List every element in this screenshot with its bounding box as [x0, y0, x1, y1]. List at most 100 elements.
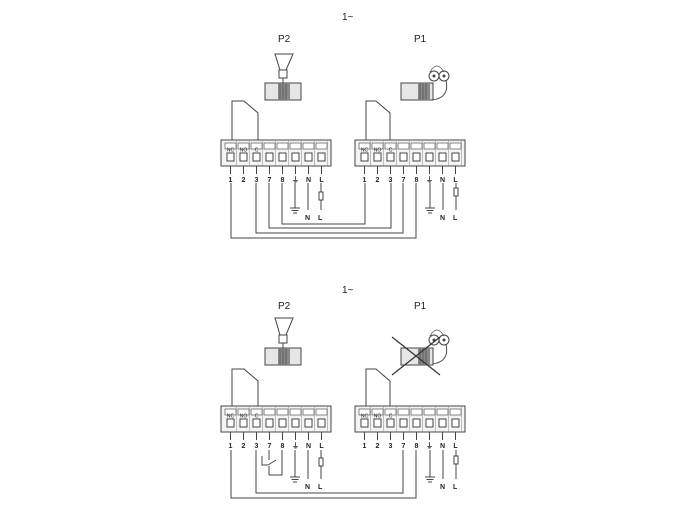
relay-coil-p2: [264, 347, 302, 366]
terminal-number-5: 8: [415, 443, 419, 450]
phase-label: 1~: [342, 12, 354, 23]
terminal-block-right: 1 2 3 7 8 ⏚ N L NC NO C: [354, 405, 466, 450]
contact-label: C: [389, 414, 393, 420]
supply-right: N L: [425, 183, 459, 222]
relay-coil-p1-crossed: [391, 336, 441, 376]
terminal-slot: L: [449, 406, 462, 450]
terminal-slot: 1: [358, 140, 371, 184]
terminal-slot: ⏚: [289, 140, 302, 184]
supply-n-right: N: [440, 484, 445, 491]
relay-coil-p1: [400, 82, 434, 101]
terminal-number-2: 2: [242, 443, 246, 450]
terminal-slot: 2: [371, 140, 384, 184]
terminal-number-7: N: [306, 177, 311, 184]
terminal-slot: 1: [224, 406, 237, 450]
terminal-slot: 2: [237, 406, 250, 450]
terminal-slot: ⏚: [423, 406, 436, 450]
supply-n-right: N: [440, 215, 445, 222]
terminal-slot: 3: [250, 140, 263, 184]
terminal-number-8: L: [453, 443, 458, 450]
terminal-slot: L: [315, 140, 328, 184]
bell-icon: [428, 329, 450, 365]
terminal-number-3: 3: [255, 443, 259, 450]
terminal-slot: 3: [250, 406, 263, 450]
terminal-number-4: 7: [268, 177, 272, 184]
contact-label: NC: [361, 148, 369, 154]
terminal-slot: ⏚: [423, 140, 436, 184]
contact-label: C: [389, 148, 393, 154]
bell-icon: [428, 65, 450, 101]
terminal-number-3: 3: [255, 177, 259, 184]
contact-label: C: [255, 148, 259, 154]
contact-label: NO: [374, 148, 382, 154]
phase-label: 1~: [342, 285, 354, 296]
terminal-number-8: L: [319, 443, 324, 450]
diagram-bottom: 1~ P2 P1: [220, 285, 466, 499]
terminal-slot: 2: [237, 140, 250, 184]
terminal-number-5: 8: [415, 177, 419, 184]
terminal-slot: N: [436, 406, 449, 450]
external-switch: [261, 450, 283, 476]
terminal-number-7: N: [306, 443, 311, 450]
relay-coil-p2: [264, 82, 302, 101]
terminal-slot: 1: [358, 406, 371, 450]
contact-label: NO: [240, 414, 248, 420]
contact-label: NO: [374, 414, 382, 420]
relay-switch-left: [231, 100, 259, 140]
cross-out-mark: [391, 336, 441, 376]
terminal-number-8: L: [319, 177, 324, 184]
terminal-slot: N: [302, 406, 315, 450]
terminal-number-4: 7: [402, 177, 406, 184]
terminal-number-2: 2: [242, 177, 246, 184]
terminal-number-1: 1: [363, 443, 367, 450]
terminal-number-3: 3: [389, 443, 393, 450]
terminal-number-7: N: [440, 177, 445, 184]
relay-switch-right: [365, 100, 391, 140]
terminal-number-2: 2: [376, 177, 380, 184]
terminal-slot: 7: [397, 406, 410, 450]
terminal-number-6: ⏚: [426, 442, 433, 450]
supply-n-left: N: [305, 215, 310, 222]
terminal-slot: 3: [384, 140, 397, 184]
terminal-slot: L: [449, 140, 462, 184]
terminal-slot: ⏚: [289, 406, 302, 450]
supply-left: N L: [290, 450, 324, 491]
terminal-number-5: 8: [281, 443, 285, 450]
terminal-number-2: 2: [376, 443, 380, 450]
terminal-number-1: 1: [229, 443, 233, 450]
terminal-number-6: ⏚: [292, 176, 299, 184]
terminal-slot: 7: [263, 406, 276, 450]
terminal-number-1: 1: [229, 177, 233, 184]
contact-label: NC: [361, 414, 369, 420]
pump-label-p1: P1: [414, 301, 427, 312]
terminal-number-8: L: [453, 177, 458, 184]
terminal-number-3: 3: [389, 177, 393, 184]
supply-n-left: N: [305, 484, 310, 491]
terminal-number-4: 7: [268, 443, 272, 450]
terminal-number-7: N: [440, 443, 445, 450]
terminal-number-1: 1: [363, 177, 367, 184]
horn-icon: [274, 53, 294, 83]
terminal-slot: 8: [410, 406, 423, 450]
terminal-number-6: ⏚: [426, 176, 433, 184]
supply-left: N L: [290, 183, 324, 222]
supply-l-left: L: [318, 484, 323, 491]
terminal-slot: N: [436, 140, 449, 184]
terminal-slot: 8: [410, 140, 423, 184]
pump-label-p1: P1: [414, 34, 427, 45]
contact-label: NC: [227, 148, 235, 154]
interconnect-wiring: [230, 183, 417, 239]
terminal-slot: 1: [224, 140, 237, 184]
supply-l-right: L: [453, 484, 458, 491]
contact-label: NC: [227, 414, 235, 420]
terminal-slot: 2: [371, 406, 384, 450]
contact-label: C: [255, 414, 259, 420]
terminal-number-4: 7: [402, 443, 406, 450]
supply-l-right: L: [453, 215, 458, 222]
terminal-slot: 7: [397, 140, 410, 184]
terminal-slot: N: [302, 140, 315, 184]
diagram-top: 1~ P2 P1: [220, 12, 466, 239]
